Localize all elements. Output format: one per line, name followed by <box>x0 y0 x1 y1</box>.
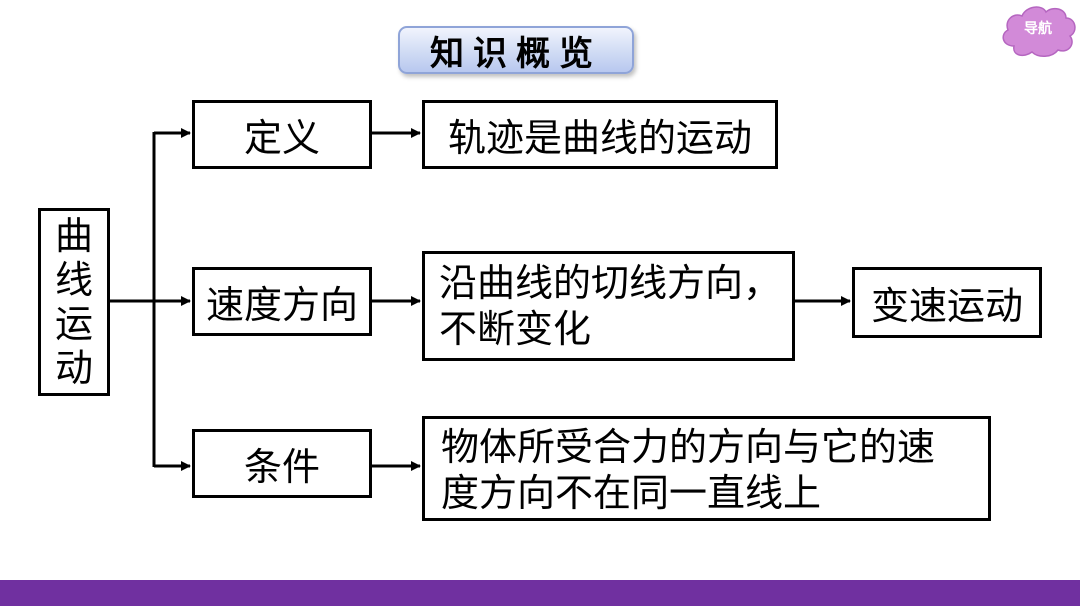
condition-result-node: 物体所受合力的方向与它的速 度方向不在同一直线上 <box>422 416 991 521</box>
definition-node: 定义 <box>192 100 372 169</box>
nav-button[interactable]: 导航 <box>998 2 1078 58</box>
root-char: 线 <box>54 258 93 302</box>
velocity-result-line: 沿曲线的切线方向， <box>439 261 782 305</box>
bottom-accent-bar <box>0 580 1080 606</box>
nav-label: 导航 <box>1024 21 1052 37</box>
root-node: 曲 线 运 动 <box>38 208 110 396</box>
velocity-direction-node: 速度方向 <box>192 267 372 336</box>
cloud-icon <box>1002 6 1076 57</box>
root-char: 动 <box>54 346 93 390</box>
page-title: 知识概览 <box>398 26 634 74</box>
root-char: 运 <box>54 302 93 346</box>
variable-motion-node: 变速运动 <box>852 267 1042 338</box>
definition-result-node: 轨迹是曲线的运动 <box>422 100 778 169</box>
velocity-result-line: 不断变化 <box>439 307 592 351</box>
root-char: 曲 <box>54 214 93 258</box>
condition-node: 条件 <box>192 429 372 498</box>
condition-result-line: 物体所受合力的方向与它的速 <box>441 425 936 469</box>
condition-result-line: 度方向不在同一直线上 <box>441 471 822 515</box>
velocity-result-node: 沿曲线的切线方向， 不断变化 <box>422 251 795 361</box>
